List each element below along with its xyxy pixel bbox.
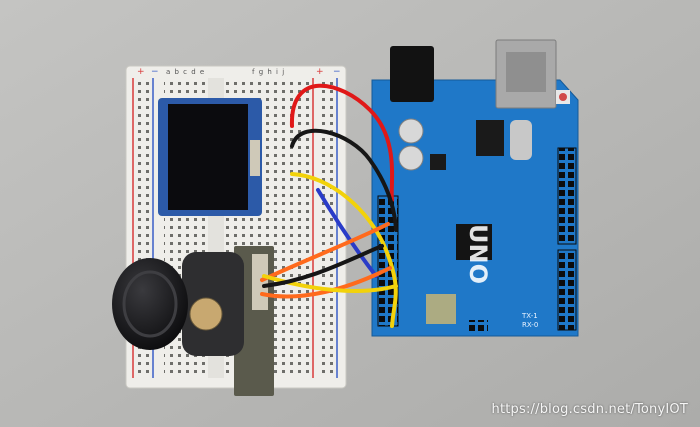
icsp-header [466, 320, 488, 334]
watermark-text: https://blog.csdn.net/TonyIOT [491, 402, 688, 417]
oled-display-module [158, 98, 262, 216]
wire-yellow-2 [262, 274, 398, 293]
jumper-wires [260, 83, 398, 328]
usb-port-inner [506, 52, 546, 92]
rail-plus-right: + [316, 67, 324, 77]
power-jack [390, 46, 434, 102]
wire-orange-2 [260, 266, 392, 299]
icsp-pads [426, 294, 456, 324]
wire-orange-1 [260, 222, 390, 282]
oled-header-pins [250, 140, 260, 176]
arduino-pcb [371, 79, 579, 337]
digital-header-2 [557, 249, 577, 331]
breadboard-letters-left: a b c d e [166, 68, 206, 76]
joystick-potentiometer [189, 297, 223, 331]
wire-red [289, 83, 395, 202]
rail-plus-left: + [137, 67, 145, 77]
wire-black [290, 128, 398, 232]
rail-minus-left: − [151, 67, 159, 77]
rx-label: RX-0 [522, 321, 539, 329]
crystal [510, 120, 532, 160]
digital-header [557, 147, 577, 245]
usb-serial-chip [476, 120, 504, 156]
capacitor-2 [398, 145, 424, 171]
tx-label: TX-1 [522, 312, 538, 320]
joystick-header-pins [252, 254, 268, 310]
oled-screen [168, 104, 248, 210]
joystick-cap-ridge [122, 270, 178, 338]
rail-minus-right: − [333, 67, 341, 77]
wire-yellow-1 [290, 172, 398, 328]
arduino-uno-label: UNO [464, 224, 492, 284]
small-chip-1 [430, 154, 446, 170]
breadboard-letters-right: f g h i j [252, 68, 286, 76]
reset-button-cap [559, 93, 567, 101]
arduino-uno-board [371, 39, 579, 337]
mcu-chip [456, 224, 492, 260]
capacitor-1 [398, 118, 424, 144]
wire-blue [316, 188, 378, 278]
wire-black-2 [262, 244, 384, 288]
right-rail-holes [318, 82, 334, 376]
joystick-module [112, 246, 274, 396]
